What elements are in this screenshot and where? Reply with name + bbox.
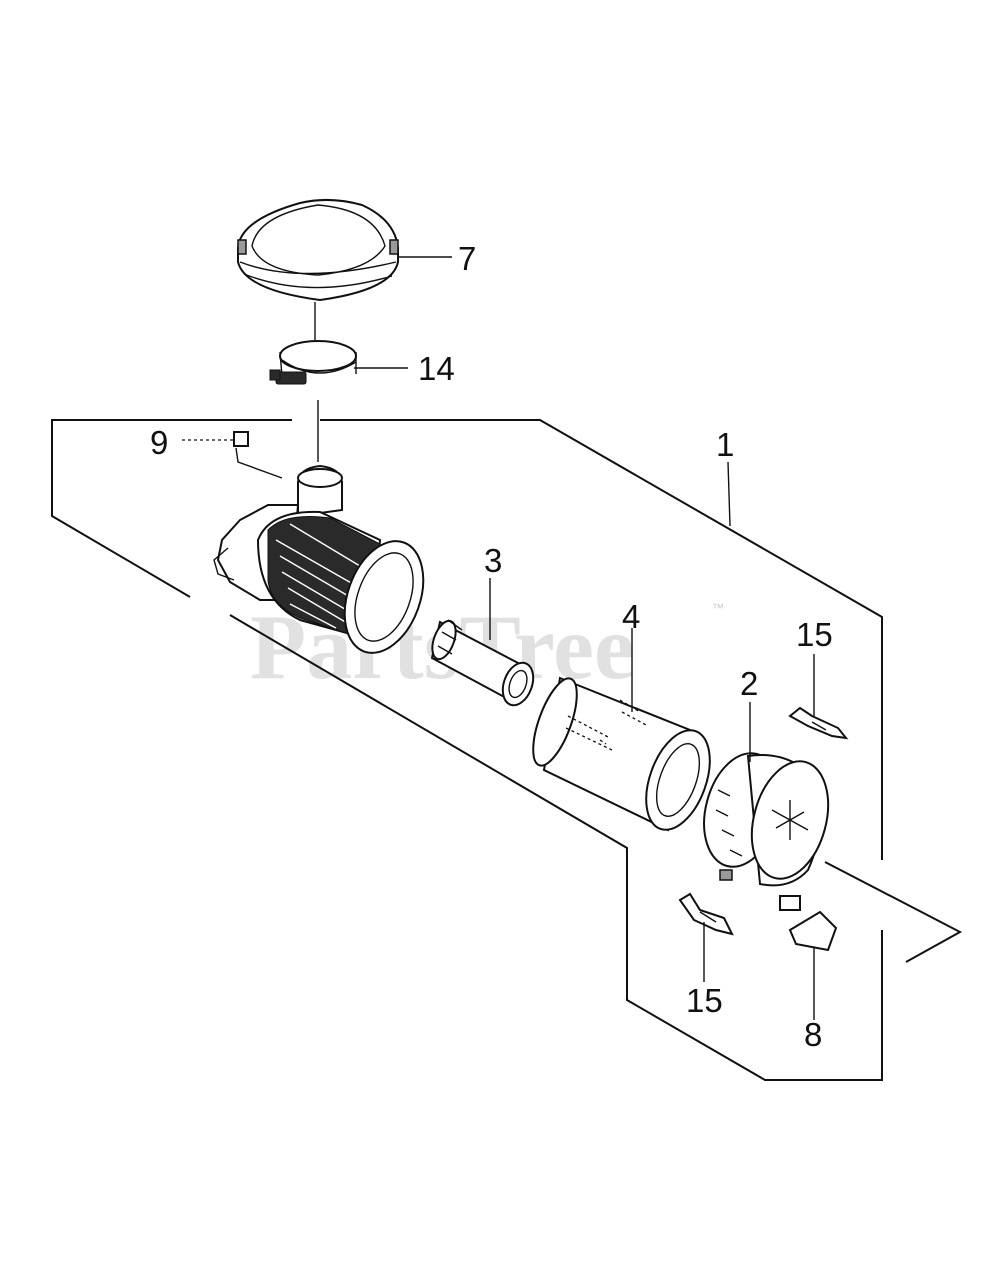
callout-14: 14 (418, 350, 455, 387)
air-cleaner-housing (213, 464, 425, 654)
clip-part-15-bottom (678, 892, 734, 936)
callout-7: 7 (458, 240, 476, 277)
assembly-boundary-outline (51, 419, 963, 1081)
callout-1: 1 (716, 426, 734, 463)
callout-4: 4 (622, 598, 640, 635)
inner-element-part-3 (430, 619, 535, 707)
cover-part-2 (703, 752, 830, 887)
assembly-leader (727, 461, 731, 527)
callout-3: 3 (484, 542, 502, 579)
watermark-trademark: ™ (712, 601, 724, 615)
clamp-part-14 (269, 340, 357, 385)
valve-part-8 (779, 895, 838, 952)
outer-element-part-4 (532, 676, 711, 832)
callout-8: 8 (804, 1016, 822, 1053)
callout-2: 2 (740, 665, 758, 702)
valve-part-9 (233, 431, 283, 479)
callout-15-top: 15 (796, 616, 833, 653)
callout-9: 9 (150, 424, 168, 461)
callout-15-bottom: 15 (686, 982, 723, 1019)
clip-part-15-top (788, 706, 849, 740)
cap-part-7 (237, 199, 399, 302)
